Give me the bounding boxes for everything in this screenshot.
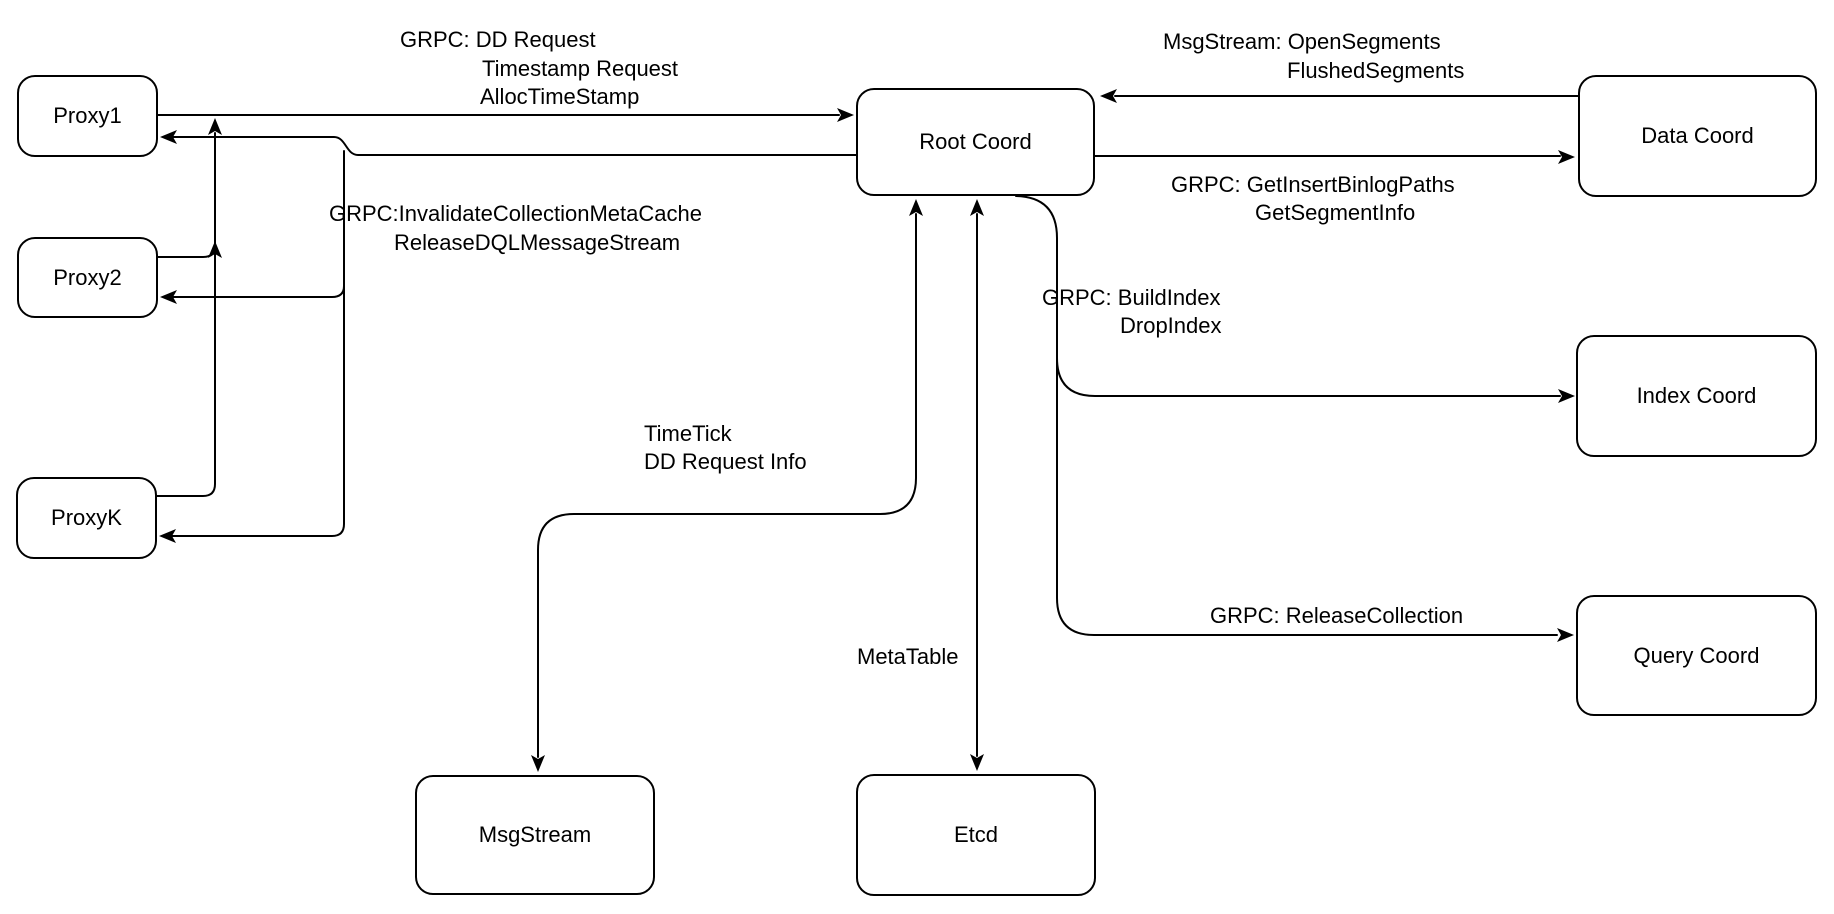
edge-rootcoord-msgstream [537,213,917,758]
arrowhead-etcd-line-up [970,199,984,216]
arrowhead-into-proxy2 [160,290,177,304]
node-etcd-label: Etcd [953,822,999,847]
arrowhead-into-rootcoord-left [837,108,854,122]
node-proxy1: Proxy1 [17,75,158,157]
edge-label-timetick-line2: DD Request Info [644,449,807,474]
node-data-coord: Data Coord [1578,75,1817,197]
edge-proxies-to-rootcoord [156,114,840,497]
edge-rootcoord-to-indexcoord [1056,357,1561,397]
edge-label-buildindex-line1: GRPC: BuildIndex [1042,285,1221,310]
node-index-coord: Index Coord [1576,335,1817,457]
node-root-coord-label: Root Coord [919,129,1032,154]
edge-label-buildindex-line2: DropIndex [1120,313,1222,338]
edge-label-opensegments-line1: MsgStream: OpenSegments [1163,29,1441,54]
arrowhead-into-datacoord [1558,150,1575,164]
arrowhead-into-rootcoord-right [1100,89,1117,103]
edge-label-dd-request-line3: AllocTimeStamp [480,84,640,109]
arrowhead-into-querycoord [1557,628,1574,642]
node-proxyk-label: ProxyK [51,505,122,530]
edge-label-opensegments-line2: FlushedSegments [1287,58,1465,83]
arrowhead-trunk-up-top [208,118,222,135]
arrowhead-into-msgstream [531,755,545,772]
edge-rootcoord-to-querycoord [1015,195,1558,636]
arrowhead-into-etcd [970,754,984,771]
edge-label-metatable: MetaTable [857,644,959,669]
node-root-coord: Root Coord [856,88,1095,196]
node-data-coord-label: Data Coord [1641,123,1754,148]
node-proxy1-label: Proxy1 [53,103,122,128]
node-proxy2: Proxy2 [17,237,158,318]
arrowhead-into-proxyk [159,529,176,543]
edge-label-dd-request-line2: Timestamp Request [482,56,679,81]
node-proxyk: ProxyK [16,477,157,559]
node-msgstream: MsgStream [415,775,655,895]
edge-label-invalidate-metacache-line1: GRPC:InvalidateCollectionMetaCache [329,201,702,226]
node-query-coord: Query Coord [1576,595,1817,716]
arrowhead-into-indexcoord [1558,389,1575,403]
node-proxy2-label: Proxy2 [53,264,122,290]
arrowhead-proxy2-merge-up [208,241,222,258]
edge-label-timetick-line1: TimeTick [644,421,732,446]
edge-label-getinsertbinlogpaths-line1: GRPC: GetInsertBinlogPaths [1171,172,1455,197]
edge-label-releasecollection: GRPC: ReleaseCollection [1210,603,1464,628]
node-query-coord-label: Query Coord [1633,642,1760,668]
edge-label-getinsertbinlogpaths-line2: GetSegmentInfo [1255,200,1416,225]
edge-label-invalidate-metacache-line2: ReleaseDQLMessageStream [394,230,681,255]
arrowhead-msgstream-line-up [909,199,923,216]
edge-rootcoord-to-proxies [166,136,857,537]
edge-label-dd-request-line1: GRPC: DD Request [400,27,596,52]
node-etcd: Etcd [856,774,1096,896]
arrowhead-into-proxy1 [160,130,177,144]
node-msgstream-label: MsgStream [478,822,592,847]
node-index-coord-label: Index Coord [1636,383,1757,408]
